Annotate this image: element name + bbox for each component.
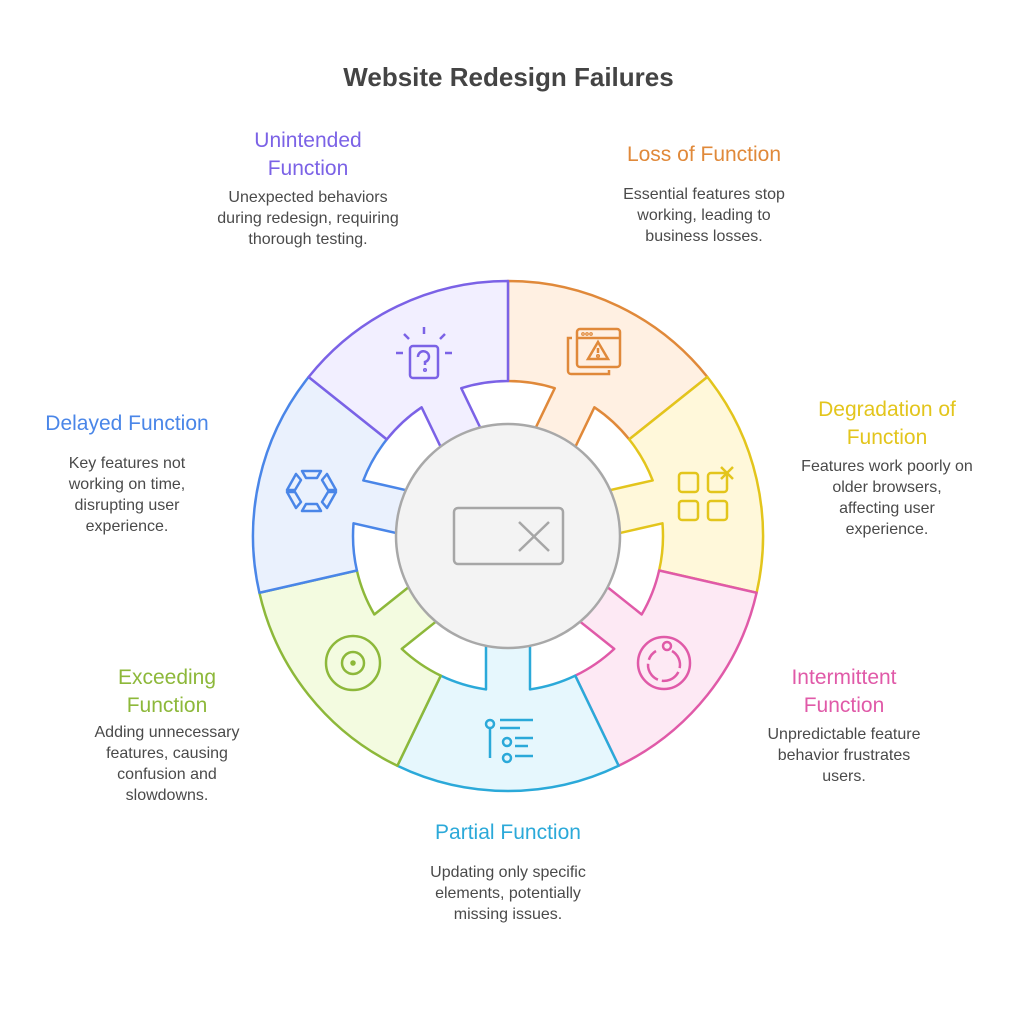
segment-title: Loss of Function — [626, 143, 782, 166]
page-title: Website Redesign Failures — [343, 62, 674, 92]
label-partial: Partial Function Updating only specific … — [388, 819, 628, 925]
segment-title: Unintended Function — [254, 129, 362, 180]
window-close-icon — [452, 506, 565, 566]
loading-dial-icon — [636, 635, 692, 691]
list-options-icon — [484, 718, 533, 764]
segment-description: Unexpected behaviors during redesign, re… — [217, 189, 399, 248]
segment-title: Exceeding Function — [117, 666, 217, 717]
segment-description: Features work poorly on older browsers, … — [801, 458, 973, 538]
label-exceeding: Exceeding Function Adding unnecessary fe… — [47, 664, 287, 806]
target-icon — [324, 634, 382, 692]
grid-remove-icon — [677, 466, 734, 522]
label-delayed: Delayed Function Key features not workin… — [7, 410, 247, 537]
loading-hexagon-icon — [285, 469, 338, 513]
label-degradation: Degradation of Function Features work po… — [767, 396, 1007, 540]
segment-title: Intermittent Function — [791, 666, 897, 717]
label-intermittent: Intermittent Function Unpredictable feat… — [724, 664, 964, 787]
center-circle — [394, 422, 622, 650]
segment-title: Partial Function — [435, 821, 581, 844]
segment-title: Degradation of Function — [818, 398, 956, 449]
segment-description: Updating only specific elements, potenti… — [430, 864, 586, 923]
segment-description: Adding unnecessary features, causing con… — [94, 724, 240, 804]
segment-partial — [396, 639, 620, 793]
segment-unintended — [307, 279, 510, 453]
segment-description: Unpredictable feature behavior frustrate… — [767, 726, 921, 785]
segment-description: Essential features stop working, leading… — [623, 186, 785, 245]
browser-warning-icon — [566, 327, 622, 376]
segment-description: Key features not working on time, disrup… — [68, 455, 186, 535]
segment-title: Delayed Function — [45, 412, 209, 435]
label-unintended: Unintended Function Unexpected behaviors… — [188, 127, 428, 250]
label-loss: Loss of Function Essential features stop… — [584, 141, 824, 247]
question-box-icon — [396, 327, 452, 380]
